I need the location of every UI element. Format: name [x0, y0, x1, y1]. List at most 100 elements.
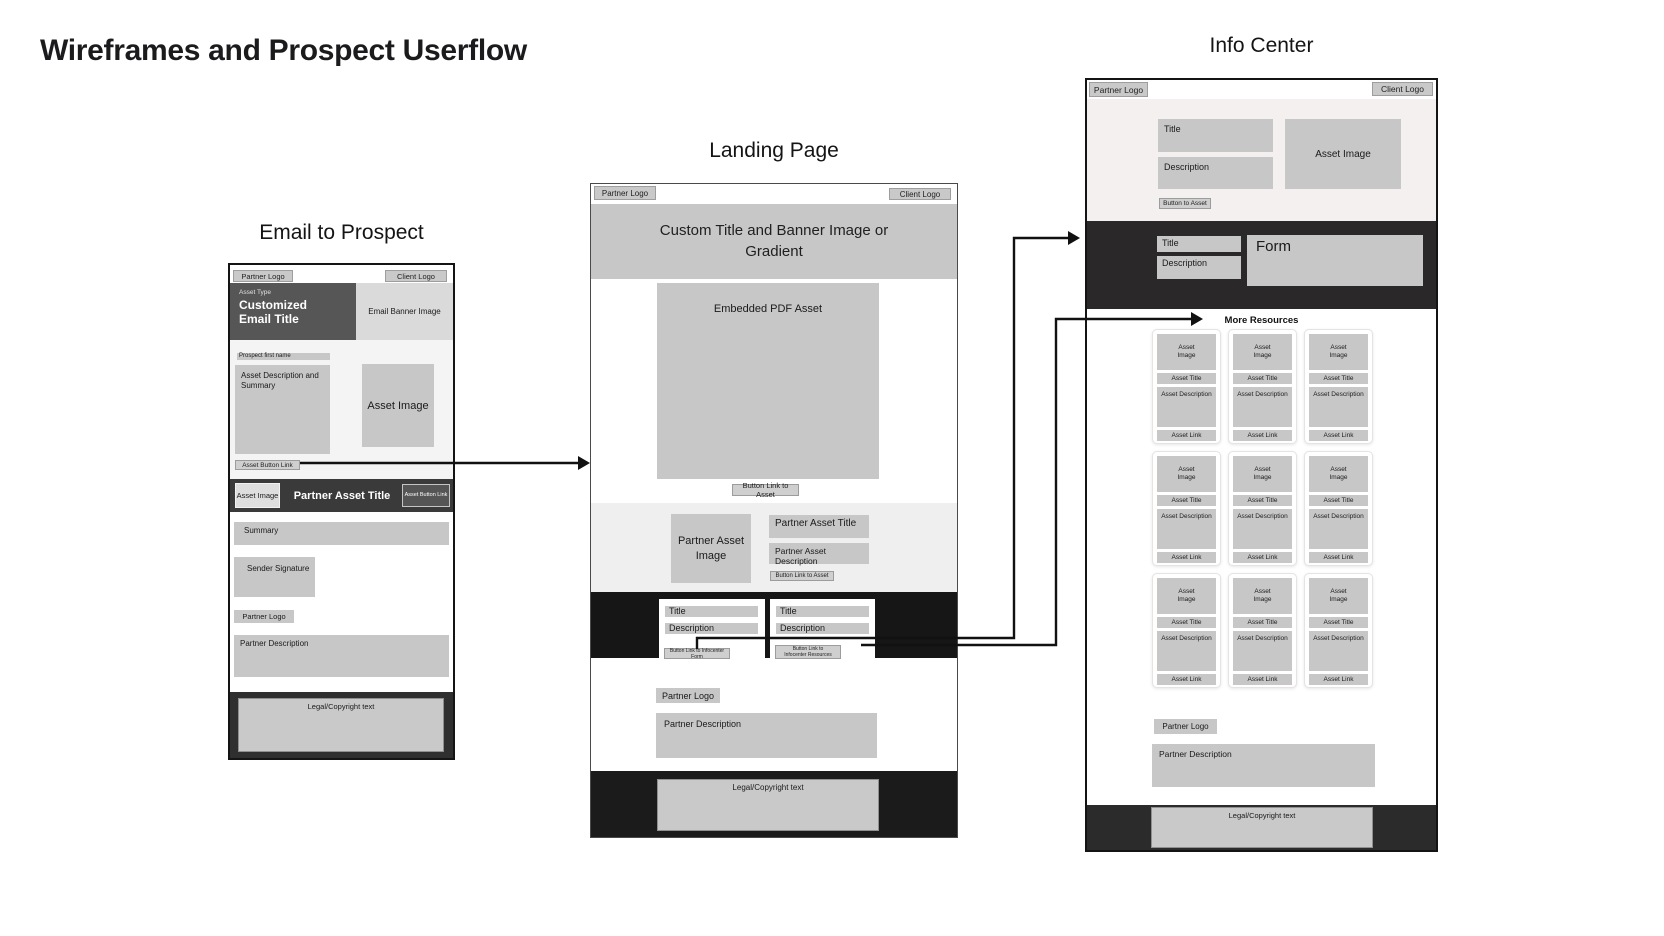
partner-logo-placeholder: Partner Logo — [1154, 719, 1217, 734]
legal-copyright-box: Legal/Copyright text — [1151, 807, 1373, 848]
infocenter-footer-band: Legal/Copyright text — [1087, 805, 1436, 850]
resource-card: Asset Image Asset Title Asset Descriptio… — [1228, 329, 1297, 444]
info-section-title: Info Center — [1209, 34, 1314, 57]
embedded-pdf-placeholder: Embedded PDF Asset — [657, 283, 879, 479]
client-logo-placeholder: Client Logo — [385, 270, 447, 282]
sender-signature-box: Sender Signature — [234, 557, 315, 597]
email-title-text: Customized Email Title — [239, 298, 308, 327]
asset-link[interactable]: Asset Link — [1157, 430, 1216, 441]
asset-title-bar: Asset Title — [1233, 495, 1292, 506]
prospect-first-name-field: Prospect first name — [237, 353, 330, 360]
asset-link[interactable]: Asset Link — [1309, 552, 1368, 563]
partner-logo-placeholder: Partner Logo — [1089, 82, 1148, 97]
resource-card: Asset Image Asset Title Asset Descriptio… — [1304, 451, 1373, 566]
hero-asset-image-placeholder: Asset Image — [1285, 119, 1401, 189]
hero-title-box: Title — [1158, 119, 1273, 152]
asset-description-box: Asset Description — [1309, 509, 1368, 549]
arrowhead-infocenter-form — [1068, 231, 1080, 245]
infocenter-wireframe-panel: Partner Logo Client Logo Title Descripti… — [1085, 78, 1438, 852]
arrowhead-landing — [578, 456, 590, 470]
asset-image-placeholder: Asset Image — [1309, 334, 1368, 370]
landing-section-title: Landing Page — [709, 139, 839, 162]
asset-image-placeholder: Asset Image — [1309, 578, 1368, 614]
asset-title-bar: Asset Title — [1309, 373, 1368, 384]
asset-link[interactable]: Asset Link — [1233, 674, 1292, 685]
partner-asset-title-bar: Partner Asset Title — [769, 515, 869, 538]
asset-type-label: Asset Type — [239, 289, 272, 296]
partner-asset-title: Partner Asset Title — [293, 489, 391, 502]
button-link-to-infocenter-form[interactable]: Button Link to Infocenter Form — [664, 648, 730, 660]
form-placeholder[interactable]: Form — [1247, 235, 1423, 286]
legal-copyright-box: Legal/Copyright text — [657, 779, 879, 831]
asset-image-placeholder: Asset Image — [1233, 456, 1292, 492]
band-asset-button-link[interactable]: Asset Button Link — [402, 484, 450, 507]
resource-card: Asset Image Asset Title Asset Descriptio… — [1304, 573, 1373, 688]
asset-title-bar: Asset Title — [1309, 495, 1368, 506]
hero-description-box: Description — [1158, 157, 1273, 189]
client-logo-placeholder: Client Logo — [1372, 82, 1433, 96]
asset-title-bar: Asset Title — [1157, 373, 1216, 384]
card-title-bar: Title — [665, 606, 758, 617]
partner-description-box: Partner Description — [1152, 744, 1375, 787]
more-resources-heading: More Resources — [1224, 315, 1299, 326]
button-link-to-asset[interactable]: Button Link to Asset — [732, 481, 799, 499]
asset-description-box: Asset Description — [1309, 631, 1368, 671]
asset-title-bar: Asset Title — [1157, 617, 1216, 628]
email-banner-image-placeholder: Email Banner Image — [356, 283, 453, 340]
asset-link[interactable]: Asset Link — [1309, 674, 1368, 685]
asset-description-box: Asset Description — [1233, 509, 1292, 549]
asset-description-box: Asset Description — [1157, 509, 1216, 549]
infocenter-resources-card: Title Description Button Link to Infocen… — [770, 599, 875, 666]
button-link-to-infocenter-resources[interactable]: Button Link to Infocenter Resources — [775, 645, 841, 659]
landing-wireframe-panel: Partner Logo Client Logo Custom Title an… — [590, 183, 958, 838]
email-wireframe-panel: Partner Logo Client Logo Asset Type Cust… — [228, 263, 455, 760]
card-description-bar: Description — [665, 623, 758, 634]
email-hero-block: Asset Type Customized Email Title — [230, 283, 356, 340]
client-logo-placeholder: Client Logo — [889, 188, 951, 200]
email-footer-band: Legal/Copyright text — [230, 692, 453, 758]
partner-description-box: Partner Description — [656, 713, 877, 758]
resource-card: Asset Image Asset Title Asset Descriptio… — [1228, 451, 1297, 566]
partner-asset-description-bar: Partner Asset Description — [769, 543, 869, 566]
asset-link[interactable]: Asset Link — [1233, 552, 1292, 563]
asset-description-box: Asset Description — [1309, 387, 1368, 427]
asset-link[interactable]: Asset Link — [1233, 430, 1292, 441]
resource-card: Asset Image Asset Title Asset Descriptio… — [1152, 451, 1221, 566]
page-title: Wireframes and Prospect Userflow — [40, 34, 527, 67]
email-section-title: Email to Prospect — [259, 221, 424, 244]
asset-title-bar: Asset Title — [1233, 617, 1292, 628]
resource-card: Asset Image Asset Title Asset Descriptio… — [1152, 329, 1221, 444]
resource-card: Asset Image Asset Title Asset Descriptio… — [1152, 573, 1221, 688]
infocenter-form-card: Title Description Button Link to Infocen… — [659, 599, 765, 666]
asset-link[interactable]: Asset Link — [1157, 552, 1216, 563]
asset-image-placeholder: Asset Image — [1157, 578, 1216, 614]
partner-logo-placeholder: Partner Logo — [233, 270, 293, 282]
asset-image-placeholder: Asset Image — [362, 364, 434, 447]
summary-box: Summary — [234, 522, 449, 545]
asset-description-box: Asset Description and Summary — [235, 365, 330, 454]
partner-description-box: Partner Description — [234, 635, 449, 677]
asset-image-placeholder: Asset Image — [1309, 456, 1368, 492]
asset-description-box: Asset Description — [1233, 631, 1292, 671]
form-title-bar: Title — [1157, 236, 1241, 252]
card-title-bar: Title — [776, 606, 869, 617]
resources-grid: Asset Image Asset Title Asset Descriptio… — [1152, 329, 1373, 688]
resource-card: Asset Image Asset Title Asset Descriptio… — [1228, 573, 1297, 688]
partner-logo-placeholder: Partner Logo — [594, 186, 656, 200]
resource-card: Asset Image Asset Title Asset Descriptio… — [1304, 329, 1373, 444]
form-description-bar: Description — [1157, 256, 1241, 279]
asset-button-link[interactable]: Asset Button Link — [235, 460, 300, 470]
asset-link[interactable]: Asset Link — [1309, 430, 1368, 441]
partner-asset-band: Asset Image Partner Asset Title Asset Bu… — [230, 479, 453, 512]
asset-description-box: Asset Description — [1233, 387, 1292, 427]
partner-logo-placeholder: Partner Logo — [234, 610, 294, 623]
asset-image-placeholder: Asset Image — [1233, 334, 1292, 370]
asset-link[interactable]: Asset Link — [1157, 674, 1216, 685]
asset-description-box: Asset Description — [1157, 387, 1216, 427]
button-link-to-asset[interactable]: Button Link to Asset — [770, 571, 834, 581]
partner-logo-placeholder: Partner Logo — [656, 688, 720, 703]
legal-copyright-box: Legal/Copyright text — [238, 698, 444, 752]
partner-asset-image-placeholder: Partner Asset Image — [671, 514, 751, 583]
button-to-asset[interactable]: Button to Asset — [1159, 198, 1211, 209]
